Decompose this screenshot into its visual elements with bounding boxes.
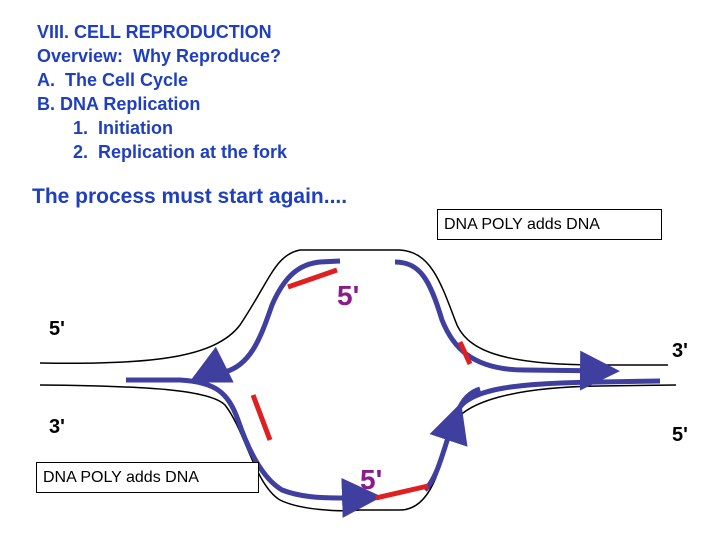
- new-strand-bottom-right: [423, 378, 661, 492]
- end-label-left-bottom: 3': [49, 416, 65, 438]
- primer-bottom: [375, 483, 429, 501]
- outline-title: VIII. CELL REPRODUCTION: [37, 22, 272, 42]
- heading: The process must start again....: [32, 185, 348, 208]
- new-strand-bottom-right-start: [429, 386, 481, 447]
- outline-sub-2: 2. Replication at the fork: [73, 142, 288, 162]
- outline-item-overview: Overview: Why Reproduce?: [37, 46, 282, 66]
- primer-left-bottom: [250, 394, 273, 441]
- end-label-right-bottom: 5': [672, 424, 688, 446]
- primer-label-top: 5': [337, 280, 360, 311]
- dna-poly-box-top: DNA POLY adds DNA: [437, 209, 662, 240]
- outline-item-a: A. The Cell Cycle: [37, 70, 189, 90]
- end-label-left-top: 5': [49, 318, 65, 340]
- outline-sub-1: 1. Initiation: [73, 118, 174, 138]
- outline-item-b: B. DNA Replication: [37, 94, 201, 114]
- new-strand-top-right: [394, 259, 620, 391]
- dna-poly-box-bottom: DNA POLY adds DNA: [36, 462, 259, 493]
- end-label-right-top: 3': [672, 340, 688, 362]
- primer-label-bottom: 5': [360, 464, 383, 495]
- new-strand-top-left: [189, 258, 341, 383]
- outline: VIII. CELL REPRODUCTION Overview: Why Re…: [37, 20, 287, 164]
- new-strand-bottom-left: [126, 377, 382, 518]
- primer-top-right: [457, 340, 473, 366]
- primer-top: [287, 267, 338, 290]
- parental-strand-bottom: [39, 384, 677, 512]
